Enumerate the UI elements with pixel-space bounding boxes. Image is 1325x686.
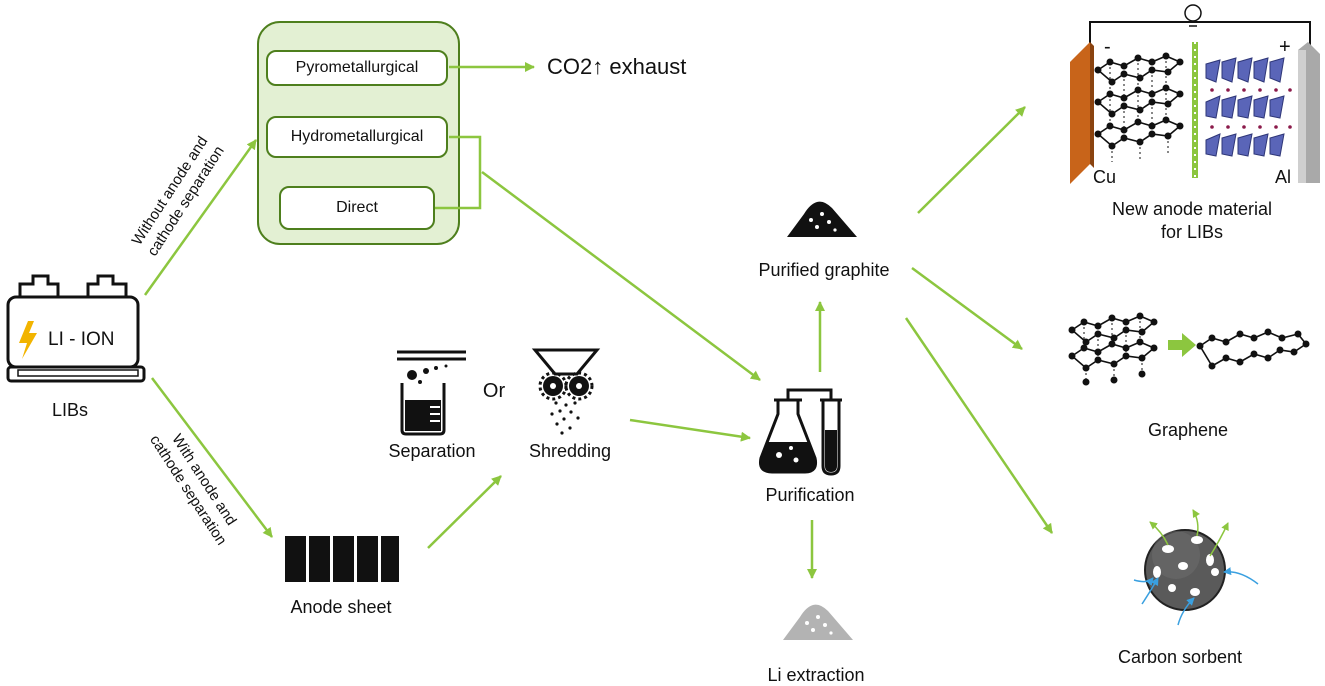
process-label: Pyrometallurgical	[295, 59, 419, 76]
new-anode-label: New anode material for LIBs	[1111, 199, 1273, 242]
arrow-processes-to-purification	[481, 170, 761, 382]
powder-pile-icon	[783, 604, 853, 640]
anode-sheet-icon	[285, 536, 399, 582]
li-extraction-label: Li extraction	[767, 665, 865, 685]
graphene-label: Graphene	[1147, 420, 1229, 440]
purified-graphite-label: Purified graphite	[758, 260, 890, 280]
flask-icon	[759, 398, 817, 474]
electrode-plus-sign: +	[1279, 36, 1291, 58]
process-box-pyro: Pyrometallurgical	[266, 50, 448, 86]
exhaust-label: CO2↑ exhaust	[547, 54, 687, 79]
test-tube-icon	[786, 388, 842, 476]
powder-pile-icon	[787, 201, 857, 237]
separation-label: Separation	[388, 441, 476, 461]
battery-badge: LI - ION	[48, 329, 115, 350]
process-box-hydro: Hydrometallurgical	[266, 116, 448, 158]
flow-arrows	[143, 62, 1054, 579]
al-label: Al	[1275, 167, 1292, 187]
arrow-to-graphene	[911, 266, 1023, 351]
shredding-label: Shredding	[528, 441, 612, 461]
process-box-direct: Direct	[279, 186, 435, 230]
arrow-to-carbon-sorbent	[904, 317, 1054, 534]
copper-electrode	[1070, 42, 1090, 184]
purification-label: Purification	[765, 485, 855, 505]
hydro-direct-bracket	[434, 135, 482, 210]
cu-label: Cu	[1093, 167, 1117, 187]
process-label: Direct	[336, 199, 378, 216]
arrow-to-anode-material	[917, 106, 1026, 214]
carbon-sorbent-label: Carbon sorbent	[1117, 647, 1243, 667]
arrow-to-processes	[143, 139, 258, 296]
battery-icon	[6, 274, 146, 383]
beaker-icon	[397, 350, 466, 436]
exfoliation-arrow	[1168, 333, 1196, 357]
battery-cell-diagram	[1070, 4, 1320, 184]
shredder-icon	[531, 348, 601, 435]
or-label: Or	[482, 380, 506, 402]
sorbent-sphere-icon	[1133, 509, 1259, 626]
arrow-pretreatment-to-purification	[629, 418, 751, 442]
lightning-icon	[19, 321, 37, 359]
arrow-anode-to-pretreatment	[427, 475, 502, 549]
electrode-minus-sign: -	[1104, 36, 1111, 58]
process-label: Hydrometallurgical	[290, 128, 424, 145]
bulb-icon	[1184, 4, 1202, 27]
libs-label: LIBs	[51, 400, 89, 420]
arrow-to-anode-sheet	[151, 377, 273, 538]
anode-sheet-label: Anode sheet	[290, 597, 392, 617]
cathode-polyhedra	[1205, 57, 1285, 157]
